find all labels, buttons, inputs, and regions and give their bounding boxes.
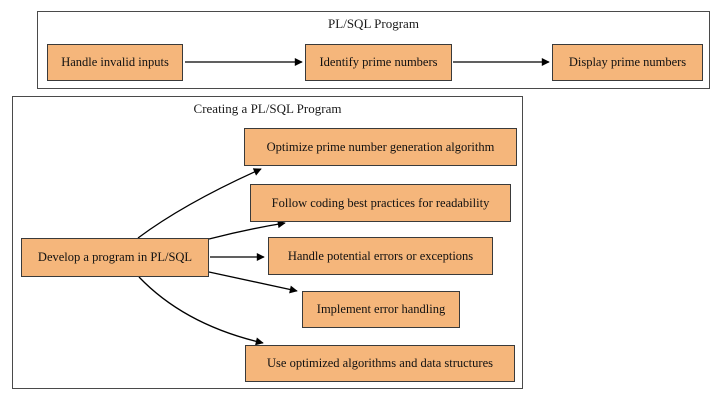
node-implement-error-handling: Implement error handling xyxy=(302,291,460,328)
plsql-program-title: PL/SQL Program xyxy=(328,16,419,31)
node-handle-potential-errors: Handle potential errors or exceptions xyxy=(268,237,493,275)
creating-plsql-program-title: Creating a PL/SQL Program xyxy=(193,101,342,116)
node-use-optimized-structures: Use optimized algorithms and data struct… xyxy=(245,345,515,382)
node-handle-invalid-inputs: Handle invalid inputs xyxy=(47,44,183,81)
node-display-prime-numbers: Display prime numbers xyxy=(552,44,703,81)
node-develop-program: Develop a program in PL/SQL xyxy=(21,238,209,277)
node-optimize-algorithm: Optimize prime number generation algorit… xyxy=(244,128,517,166)
node-coding-best-practices: Follow coding best practices for readabi… xyxy=(250,184,511,222)
node-identify-prime-numbers: Identify prime numbers xyxy=(305,44,452,81)
